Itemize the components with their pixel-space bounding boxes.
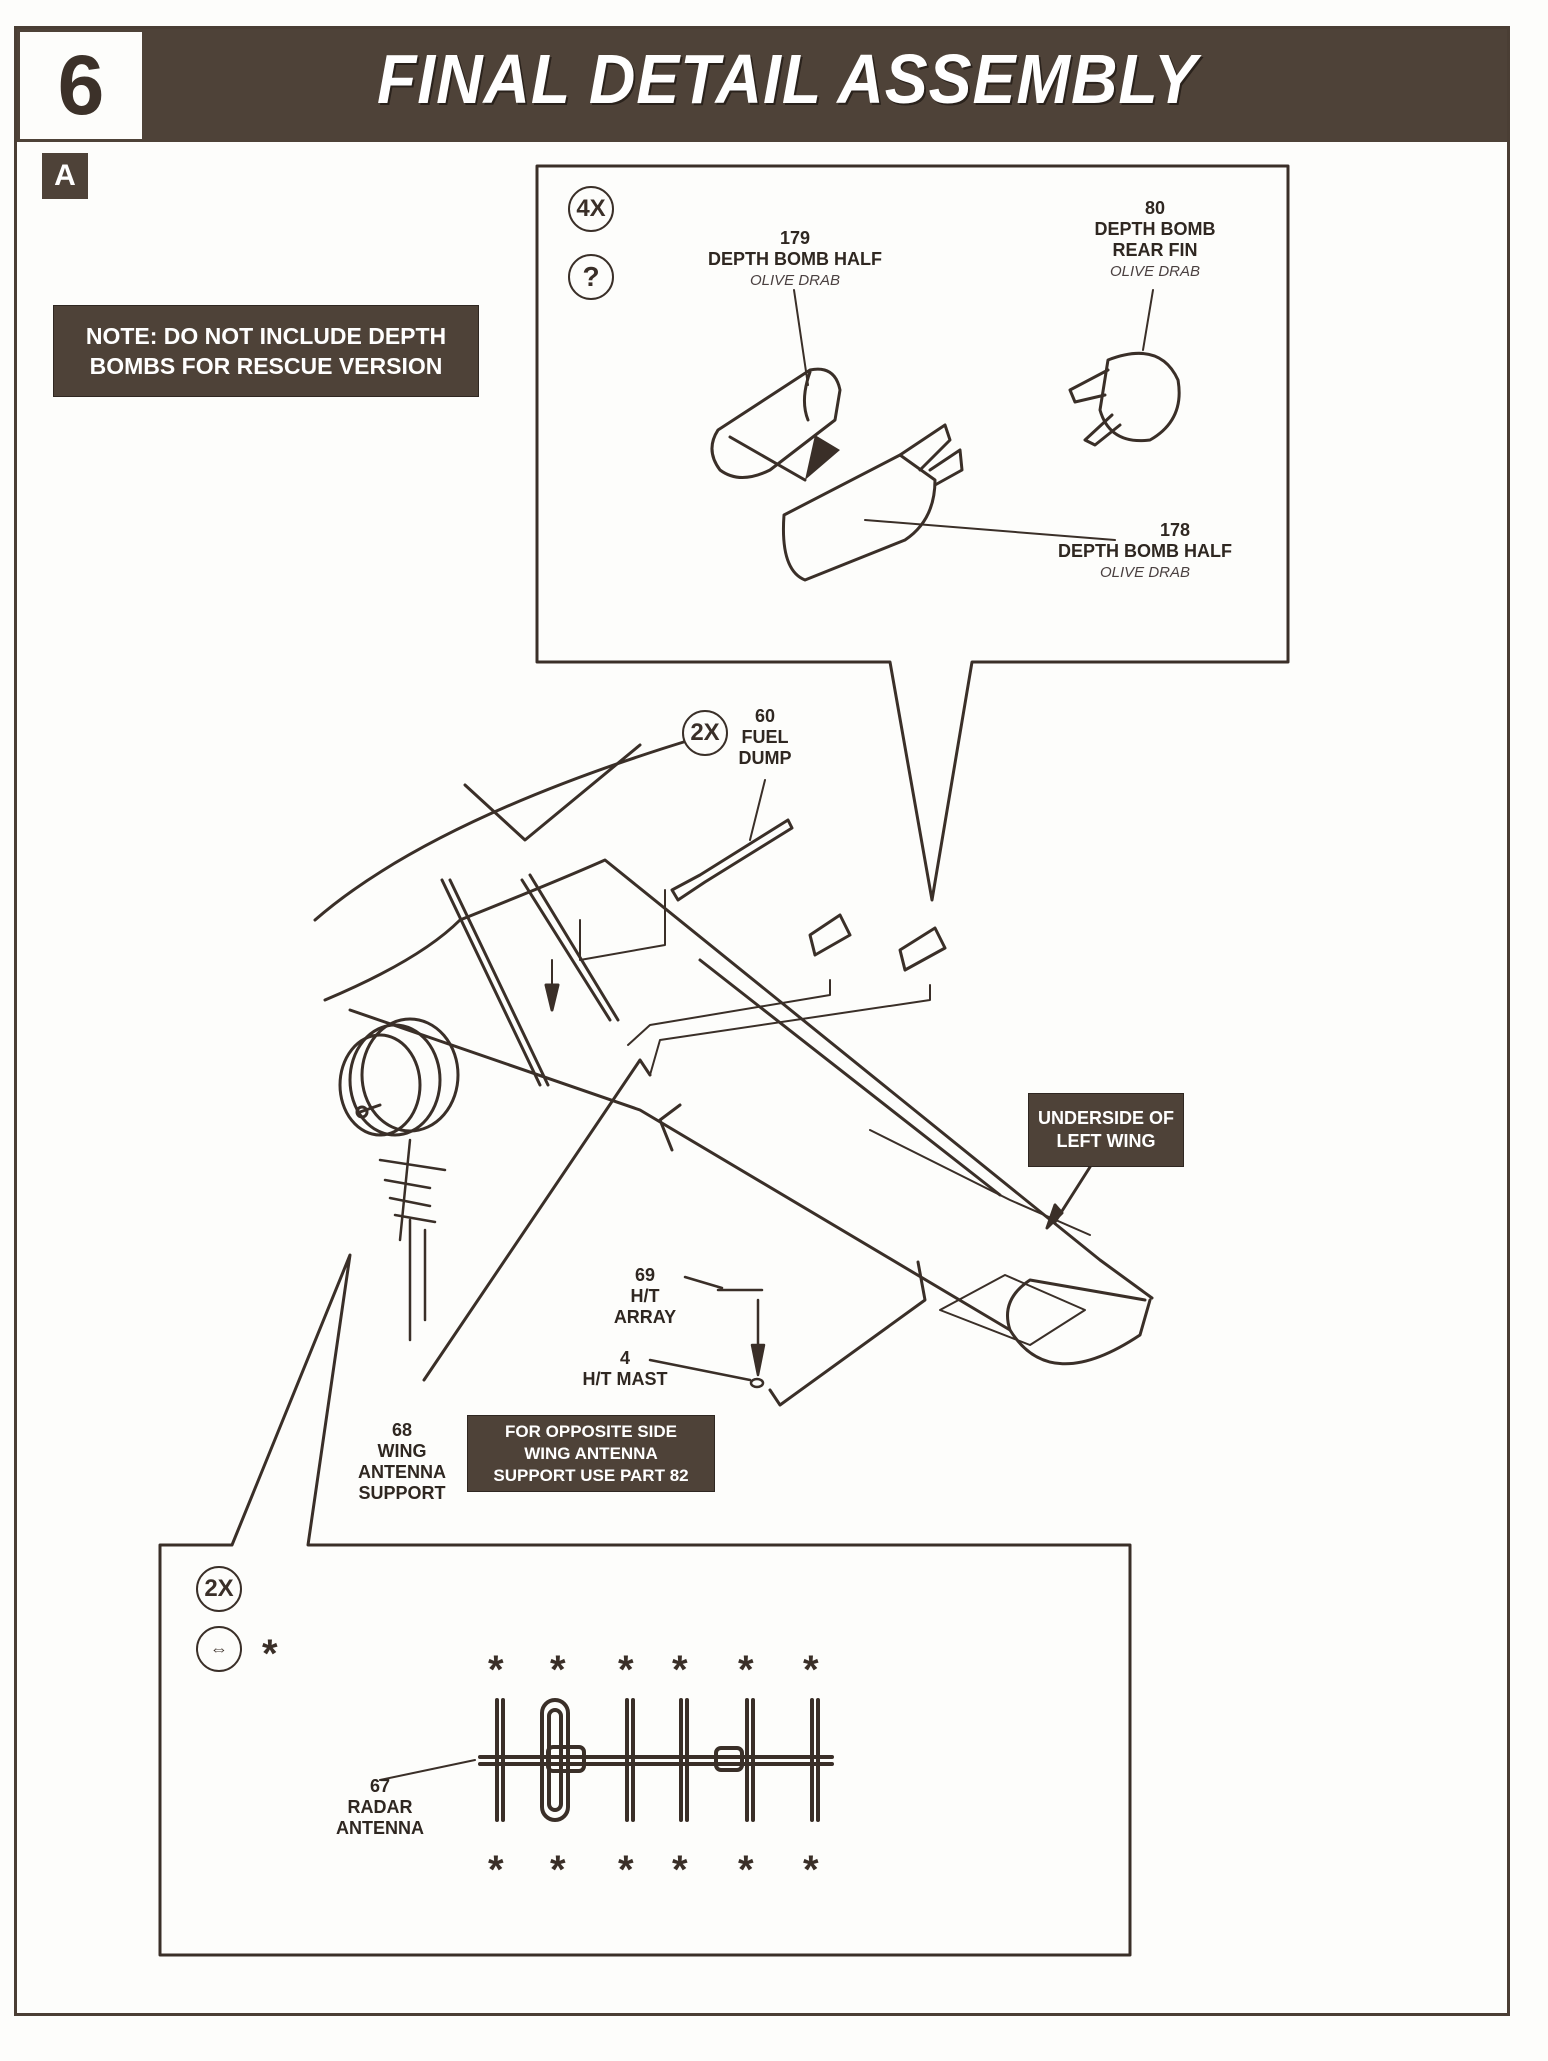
note-line: BOMBS FOR RESCUE VERSION [89, 353, 443, 379]
part-number: 68 [391, 1420, 413, 1440]
part-name: ANTENNA [336, 1818, 424, 1838]
part-name: DEPTH BOMB HALF [708, 249, 882, 269]
cut-mark: * [803, 1848, 819, 1892]
part-name: H/T [630, 1286, 660, 1306]
part-name: ARRAY [613, 1307, 677, 1327]
cut-mark: * [803, 1648, 819, 1692]
depth-bomb-rear-fin-80 [1068, 289, 1181, 447]
part-label-68: 68 WING ANTENNA SUPPORT [352, 1420, 452, 1504]
note-line: NOTE: DO NOT INCLUDE DEPTH [85, 323, 447, 349]
callout-line: LEFT WING [1056, 1131, 1156, 1151]
pointer-lines [422, 1058, 927, 1407]
part-number: 67 [369, 1776, 391, 1796]
part-name: DEPTH BOMB HALF [1058, 541, 1232, 561]
part-label-80: 80 DEPTH BOMB REAR FIN OLIVE DRAB [1080, 198, 1230, 282]
radar-inset-frame [158, 1253, 1132, 1957]
rescue-version-note: NOTE: DO NOT INCLUDE DEPTH BOMBS FOR RES… [53, 305, 479, 397]
step-title: FINAL DETAIL ASSEMBLY [377, 40, 1198, 118]
part-number: 69 [634, 1265, 656, 1285]
wing-struts [440, 873, 620, 1087]
quantity-badge: 2X [682, 710, 728, 756]
cut-mark: * [672, 1848, 688, 1892]
part-label-179: 179 DEPTH BOMB HALF OLIVE DRAB [690, 228, 900, 291]
cut-off-icon: ⇔ [196, 1626, 242, 1672]
cut-symbol: * [262, 1632, 278, 1676]
quantity-badge: 4X [568, 186, 614, 232]
part-name: DEPTH BOMB [1094, 219, 1216, 239]
part-name: DUMP [738, 748, 792, 768]
cut-mark: * [488, 1648, 504, 1692]
part-name: SUPPORT [358, 1483, 446, 1503]
cut-mark: * [488, 1848, 504, 1892]
mounted-depth-bombs [627, 913, 947, 1076]
part-name: WING [377, 1441, 427, 1461]
underside-left-wing-callout: UNDERSIDE OF LEFT WING [1028, 1093, 1184, 1167]
note-line: FOR OPPOSITE SIDE [505, 1421, 677, 1441]
part-color: OLIVE DRAB [1109, 263, 1201, 280]
engine-nacelle [338, 1017, 460, 1137]
part-label-4: 4 H/T MAST [575, 1348, 675, 1390]
callout-line: UNDERSIDE OF [1037, 1108, 1174, 1128]
optional-part-icon: ? [568, 254, 614, 300]
fuel-dump-part [544, 779, 794, 1012]
part-name: RADAR [347, 1797, 413, 1817]
radar-antenna-detail [379, 1698, 834, 1822]
step-header: 6 FINAL DETAIL ASSEMBLY [17, 29, 1507, 142]
part-name: H/T MAST [582, 1369, 668, 1389]
note-line: SUPPORT USE PART 82 [493, 1465, 689, 1485]
opposite-side-note: FOR OPPOSITE SIDE WING ANTENNA SUPPORT U… [467, 1415, 715, 1492]
cut-mark: * [738, 1848, 754, 1892]
cut-mark: * [618, 1648, 634, 1692]
quantity-badge: 2X [196, 1566, 242, 1612]
part-number: 178 [1159, 520, 1191, 540]
step-number: 6 [20, 32, 142, 139]
part-color: OLIVE DRAB [749, 272, 841, 289]
note-line: WING ANTENNA [524, 1443, 658, 1463]
ht-array-mast [648, 1275, 766, 1389]
depth-bomb-half-178 [781, 423, 1116, 582]
part-name: FUEL [741, 727, 789, 747]
part-number: 80 [1144, 198, 1166, 218]
part-label-67: 67 RADAR ANTENNA [330, 1776, 430, 1839]
part-color: OLIVE DRAB [1099, 564, 1191, 581]
cut-mark: * [550, 1648, 566, 1692]
part-name: ANTENNA [358, 1462, 446, 1482]
depth-bomb-half-179 [710, 289, 842, 479]
cut-mark: * [738, 1648, 754, 1692]
cut-mark: * [618, 1848, 634, 1892]
part-number: 4 [619, 1348, 630, 1368]
wing-radar-antenna [378, 1138, 447, 1342]
part-label-178: 178 DEPTH BOMB HALF OLIVE DRAB [1040, 520, 1250, 583]
section-label: A [42, 153, 88, 199]
part-number: 179 [779, 228, 811, 248]
part-label-69: 69 H/T ARRAY [610, 1265, 680, 1328]
cut-mark: * [550, 1848, 566, 1892]
part-number: 60 [754, 706, 776, 726]
wing-outline [313, 738, 1154, 1366]
assembly-arrow [728, 435, 807, 482]
cut-mark: * [672, 1648, 688, 1692]
part-name: REAR FIN [1112, 240, 1198, 260]
part-label-60: 60 FUEL DUMP [735, 706, 795, 769]
